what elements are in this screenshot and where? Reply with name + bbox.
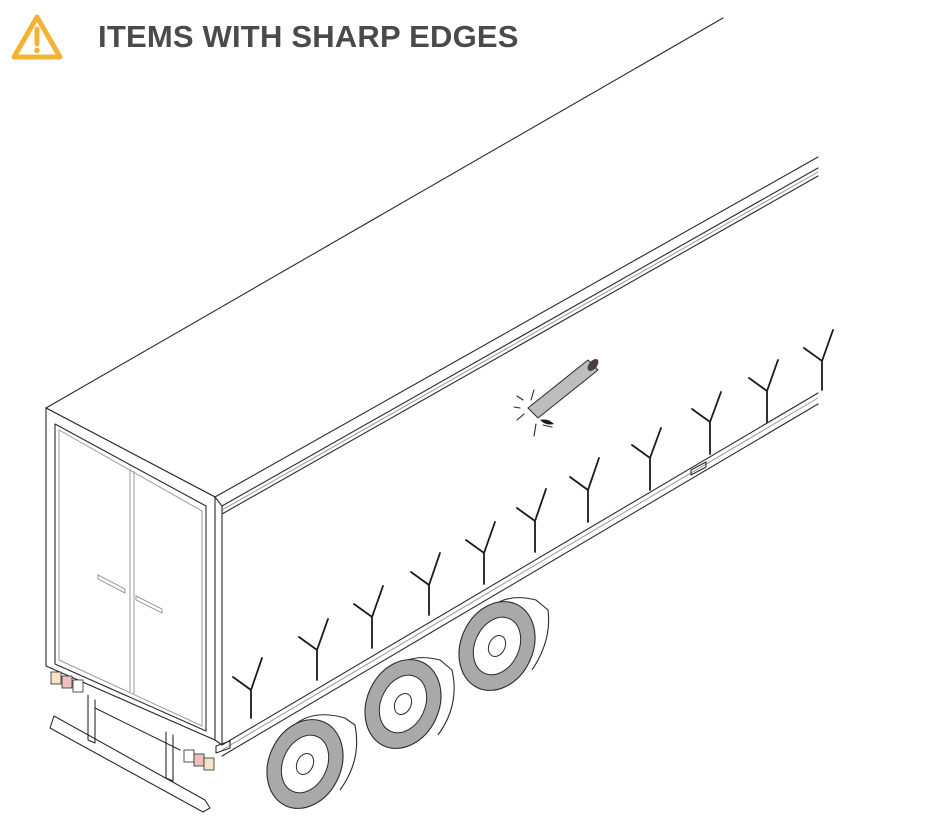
sharp-object — [513, 359, 599, 437]
trailer-side-rail — [215, 392, 819, 757]
header: ITEMS WITH SHARP EDGES — [10, 12, 519, 62]
trailer-rear-doors — [45, 407, 223, 746]
page-title: ITEMS WITH SHARP EDGES — [98, 19, 519, 54]
rear-lights — [50, 671, 215, 771]
curtain-straps — [232, 329, 834, 719]
rear-bumper — [49, 694, 211, 813]
wheel-1 — [266, 714, 358, 809]
wheel-3 — [458, 597, 550, 691]
trailer-roof — [45, 17, 819, 515]
wheel-2 — [364, 657, 455, 749]
warning-triangle-icon — [11, 14, 63, 60]
